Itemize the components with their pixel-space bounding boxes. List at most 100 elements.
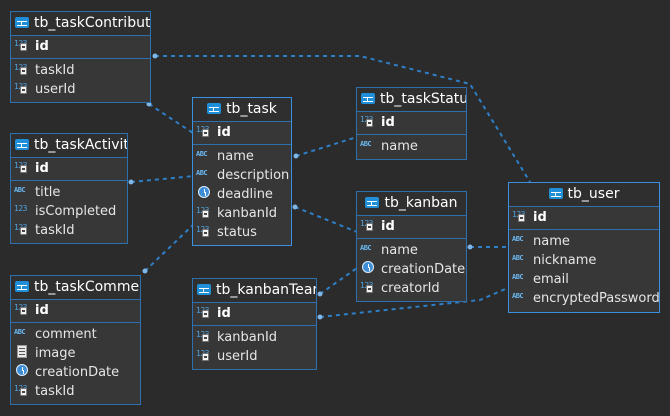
column-list: 123taskId123userId — [11, 59, 150, 99]
numeric-key-icon: 123 — [196, 205, 215, 218]
numeric-key-icon: 123 — [196, 348, 215, 361]
entity-tb-task[interactable]: tb_task 123idABCnameABCdescriptiondeadli… — [192, 97, 292, 246]
rel-kanbanteam-kanban[interactable] — [319, 267, 358, 295]
column-name: deadline — [217, 187, 273, 202]
column-row[interactable]: creationDate — [11, 363, 140, 382]
primary-key-row[interactable]: 123id — [357, 112, 466, 135]
column-row[interactable]: creationDate — [357, 260, 466, 279]
column-name: encryptedPassword — [533, 291, 659, 306]
numeric-key-icon: 123 — [14, 160, 33, 173]
entity-title: tb_user — [567, 186, 620, 202]
table-icon — [548, 188, 563, 199]
column-name: comment — [35, 327, 97, 342]
column-row[interactable]: 123kanbanId — [193, 204, 291, 223]
entity-header[interactable]: tb_task — [193, 98, 291, 122]
column-row[interactable]: 123taskId — [11, 382, 140, 401]
rel-task-taskstatus[interactable] — [295, 136, 358, 157]
text-type-icon: ABC — [14, 328, 26, 336]
column-name: status — [217, 225, 257, 240]
primary-key-row[interactable]: 123id — [357, 216, 466, 239]
entity-tb-kanban[interactable]: tb_kanban 123idABCnamecreationDate123cre… — [356, 191, 467, 302]
connector-endpoint — [467, 244, 473, 250]
numeric-key-icon: 123 — [512, 209, 531, 222]
connector-endpoint — [317, 314, 323, 320]
connector-endpoint — [152, 53, 158, 59]
clock-type-icon — [360, 261, 379, 274]
numeric-key-icon: 123 — [360, 114, 379, 127]
entity-tb-taskcontributor[interactable]: tb_taskContribut 123id123taskId123userId — [10, 11, 151, 103]
entity-tb-taskcomment[interactable]: tb_taskCommer 123idABC comment imagecreati… — [10, 275, 141, 405]
column-row[interactable]: 123status — [193, 223, 291, 242]
column-name: userId — [35, 82, 76, 97]
column-name: creatorId — [381, 281, 440, 296]
clock-type-icon — [196, 186, 215, 199]
column-list: ABCnameABCdescriptiondeadline123kanbanId… — [193, 145, 291, 242]
text-type-icon: ABC — [360, 140, 372, 148]
primary-key-row[interactable]: 123id — [11, 158, 127, 181]
table-icon — [197, 284, 211, 295]
primary-key-row[interactable]: 123id — [509, 207, 659, 230]
entity-header[interactable]: tb_taskActivit — [11, 134, 127, 158]
rel-taskactivity-task[interactable] — [130, 175, 195, 183]
column-name: name — [381, 139, 418, 154]
column-list: ABCnamecreationDate123creatorId — [357, 239, 466, 298]
rel-taskcontributor-task[interactable] — [148, 103, 197, 136]
entity-header[interactable]: tb_kanban — [357, 192, 466, 216]
entity-tb-kanbanteam[interactable]: tb_kanbanTear 123id123kanbanId123userId — [192, 278, 317, 370]
image-type-icon — [14, 345, 33, 358]
primary-key-row[interactable]: 123id — [193, 303, 316, 326]
numeric-key-icon: 123 — [196, 224, 215, 237]
entity-title: tb_taskActivit — [34, 137, 127, 153]
column-row[interactable]: 123creatorId — [357, 279, 466, 298]
primary-key-row[interactable]: 123id — [193, 122, 291, 145]
column-row[interactable]: ABC comment — [11, 325, 140, 344]
connector-endpoint — [293, 153, 299, 159]
column-name: id — [35, 161, 49, 176]
column-name: description — [217, 168, 290, 183]
column-name: id — [217, 306, 231, 321]
column-row[interactable]: deadline — [193, 185, 291, 204]
entity-header[interactable]: tb_taskStatu — [357, 88, 466, 112]
entity-tb-user[interactable]: tb_user 123idABCnameABCnicknameABCemailA… — [508, 182, 660, 313]
column-row[interactable]: 123kanbanId — [193, 328, 316, 347]
connector-endpoint — [128, 179, 134, 185]
connector-endpoint — [142, 268, 148, 274]
column-row[interactable]: ABC name — [357, 137, 466, 156]
column-name: name — [381, 243, 418, 258]
text-type-icon: ABC — [196, 169, 208, 177]
primary-key-row[interactable]: 123id — [11, 300, 140, 323]
entity-header[interactable]: tb_taskCommer — [11, 276, 140, 300]
column-row[interactable]: ABC description — [193, 166, 291, 185]
entity-tb-taskactivity[interactable]: tb_taskActivit 123idABCtitle123isComplet… — [10, 133, 128, 244]
rel-taskcomment-task[interactable] — [144, 223, 195, 272]
column-row[interactable]: image — [11, 344, 140, 363]
primary-key-row[interactable]: 123id — [11, 36, 150, 59]
table-icon — [365, 197, 380, 208]
column-name: taskId — [35, 63, 75, 78]
entity-header[interactable]: tb_kanbanTear — [193, 279, 316, 303]
text-type-icon: ABC — [196, 150, 208, 158]
numeric-key-icon: 123 — [14, 302, 33, 315]
entity-tb-taskstatus[interactable]: tb_taskStatu 123idABC name — [356, 87, 467, 160]
column-row[interactable]: 123userId — [11, 80, 150, 99]
numeric-key-icon: 123 — [14, 383, 33, 396]
entity-header[interactable]: tb_user — [509, 183, 659, 207]
column-row[interactable]: 123taskId — [11, 61, 150, 80]
table-icon — [15, 139, 29, 150]
rel-task-kanban[interactable] — [294, 206, 358, 233]
column-name: title — [35, 185, 61, 200]
entity-header[interactable]: tb_taskContribut — [11, 12, 150, 36]
entity-title: tb_kanban — [384, 195, 458, 211]
column-list: ABC comment imagecreationDate123taskId — [11, 323, 140, 401]
column-row[interactable]: 123userId — [193, 347, 316, 366]
column-row[interactable]: 123taskId — [11, 221, 127, 240]
clock-type-icon — [14, 364, 33, 377]
